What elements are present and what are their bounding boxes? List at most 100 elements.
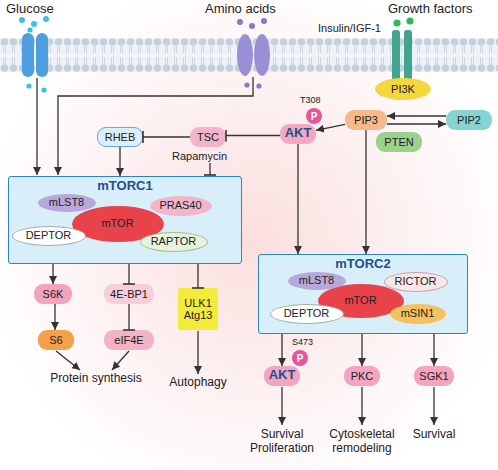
insulin-receptor [392,30,400,84]
activation-arrow [297,144,298,254]
subunit-ellipse: mSIN1 [390,304,446,324]
node-text: PIP3 [354,114,378,126]
outcome-label: Protein synthesis [36,372,156,386]
amino-acid-channel [237,34,253,76]
subunit-ellipse: DEPTOR [270,304,344,324]
activation-arrow [119,147,120,176]
node-text: mSIN1 [401,307,435,319]
complex-title: AKT [264,367,300,382]
node-text: RHEB [105,131,136,143]
input-label: Glucose [6,2,76,17]
node-text: PIP2 [457,114,481,126]
activation-arrow [361,334,362,366]
node-text: mTOR [344,294,376,306]
protein-node: eIF4E [104,330,154,350]
kinase-node: S6K [34,284,72,304]
outcome-arrow [56,351,80,370]
inhibition-connector [128,264,129,284]
lipid-node: PIP2 [446,110,492,130]
outcome-label: Survival [404,428,464,442]
subunit-ellipse: mLST8 [288,272,346,290]
phospho-site: T308 [300,95,330,105]
activation-arrow [433,334,434,366]
node-text: S6 [49,334,62,346]
amino-acid-molecules [237,18,267,89]
complex-title: AKT [280,125,316,140]
node-text: mLST8 [299,274,334,286]
outcome-arrow [197,331,198,374]
lipid-node: PIP3 [345,110,387,130]
growth-factor-ligand [393,17,413,26]
insulin-receptor [404,30,412,84]
drug-label: Rapamycin [172,150,242,163]
complex-title: mTORC1 [9,178,241,193]
node-text: RAPTOR [151,235,197,247]
amino-acid-arrow [58,77,253,175]
activation-arrow [365,130,366,254]
complex-box: mTORC1 mLST8 mTOR PRAS40DEPTOR RAPTOR [8,176,242,264]
node-text: PTEN [384,136,413,148]
phospho-circle: P [306,108,322,124]
node-text: mLST8 [49,196,84,208]
activation-arrow [387,115,446,116]
outcome-label: Cytoskeletal remodeling [322,428,402,456]
node-text: eIF4E [114,334,143,346]
activation-arrow [281,334,282,366]
glucose-molecules [19,16,49,93]
protein-node: ULK1 Atg13 [178,288,218,330]
node-text: P [311,111,318,122]
outcome-label: Survival Proliferation [246,428,318,456]
gtpase-node: RHEB [97,127,143,147]
node-text: mTOR [101,217,133,229]
phospho-circle: P [292,350,308,366]
protein-node: 4E-BP1 [104,284,154,304]
kinase-node: AKTP [280,124,316,144]
outcome-arrow [112,351,129,370]
node-text: 4E-BP1 [110,288,148,300]
outcome-arrow [281,387,282,425]
inhibition-connector [143,136,190,137]
node-text: DEPTOR [26,229,72,241]
node-text: RICTOR [395,275,437,287]
kinase-node: PI3K [375,78,431,100]
protein-node: TSC [190,127,226,147]
outcome-arrow [433,387,434,425]
node-text: P [297,353,304,364]
activation-arrow [316,124,345,130]
kinase-node: AKTP [264,366,300,386]
subunit-ellipse: PRAS40 [150,196,212,216]
node-text: S6K [43,288,64,300]
kinase-node: PKC [344,366,380,386]
complex-box: mTORC2 mLST8 mTOR RICTOR DEPTOR mSIN1 [258,254,468,334]
amino-acid-channel [254,34,270,76]
phospho-site: S473 [292,337,322,347]
node-text: PKC [351,370,374,382]
glucose-arrow [36,78,37,175]
rapamycin-inhibition [209,163,210,175]
node-text: TSC [197,131,219,143]
input-label: Growth factors [388,2,498,17]
node-text: PRAS40 [159,199,201,211]
inhibition-connector [128,304,129,330]
node-text: ULK1 Atg13 [178,297,218,321]
activation-arrow [387,123,446,124]
subunit-ellipse: RICTOR [384,272,448,292]
glucose-transporter [22,33,34,77]
inhibition-connector [226,135,280,136]
node-text: PI3K [391,83,415,95]
subunit-ellipse: DEPTOR [12,226,86,246]
input-label: Amino acids [205,2,305,17]
subunit-ellipse: RAPTOR [140,232,208,252]
complex-title: mTORC2 [259,256,467,271]
inhibition-connector [197,264,198,288]
protein-node: S6 [38,330,74,350]
subunit-ellipse: mLST8 [38,194,96,212]
outcome-label: Autophagy [160,376,236,390]
phosphatase-node: PTEN [376,132,422,152]
kinase-node: SGK1 [414,366,454,386]
glucose-transporter [36,33,48,77]
activation-arrow [54,304,55,330]
ligand-label: Insulin/IGF-1 [318,22,390,35]
